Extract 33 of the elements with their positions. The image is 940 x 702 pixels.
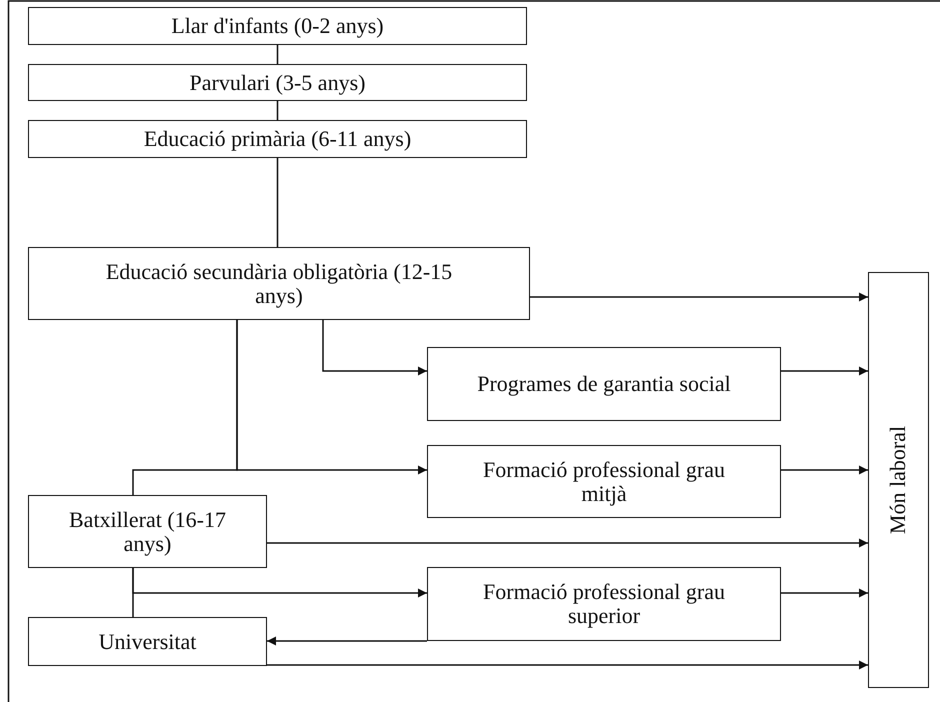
destination-box	[868, 272, 929, 688]
connector-line	[132, 568, 134, 617]
connector-line	[276, 158, 278, 247]
stage-label: Món laboral	[886, 426, 910, 534]
connector-line	[267, 538, 868, 548]
connector-line	[267, 636, 427, 646]
stage-label: Parvulari (3-5 anys)	[188, 70, 366, 94]
connector-line	[276, 45, 278, 64]
stage-box	[427, 347, 781, 421]
stage-box	[28, 64, 527, 101]
connector-line	[781, 588, 868, 598]
stage-label: Educació secundària obligatòria (12-15 anys)	[104, 260, 454, 308]
stage-box	[28, 120, 527, 158]
connector-line	[322, 320, 427, 376]
stage-label: Batxillerat (16-17 anys)	[68, 508, 228, 556]
stage-box	[28, 617, 267, 666]
stage-label: Educació primària (6-11 anys)	[142, 127, 412, 151]
stage-box	[28, 7, 527, 45]
connector-line	[132, 320, 238, 495]
connector-line	[276, 101, 278, 120]
stage-box	[28, 247, 530, 320]
connector-line	[781, 466, 868, 474]
stage-box	[427, 567, 781, 641]
connector-line	[530, 292, 868, 302]
stage-label: Programes de garantia social	[476, 372, 732, 396]
stage-label: Llar d'infants (0-2 anys)	[170, 14, 385, 38]
connector-line	[781, 366, 868, 376]
stage-box	[28, 495, 267, 568]
stage-label: Formació professional grau mitjà	[482, 458, 726, 506]
stage-label: Universitat	[98, 630, 198, 654]
stage-box	[427, 445, 781, 518]
stage-label: Formació professional grau superior	[482, 580, 726, 628]
connector-line	[267, 660, 868, 670]
